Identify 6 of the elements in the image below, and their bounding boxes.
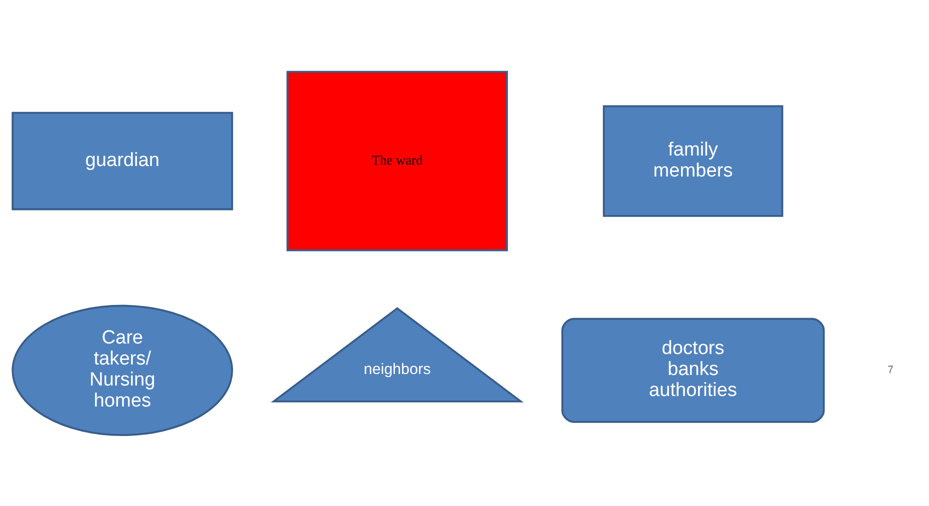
- node-box: guardian: [12, 111, 234, 210]
- node-box: The ward: [286, 70, 508, 251]
- label: 7: [888, 364, 894, 376]
- node-ellipse: Care takers/ Nursing homes: [12, 304, 234, 436]
- node-box: doctors banks authorities: [561, 317, 825, 422]
- node-box: family members: [602, 104, 784, 216]
